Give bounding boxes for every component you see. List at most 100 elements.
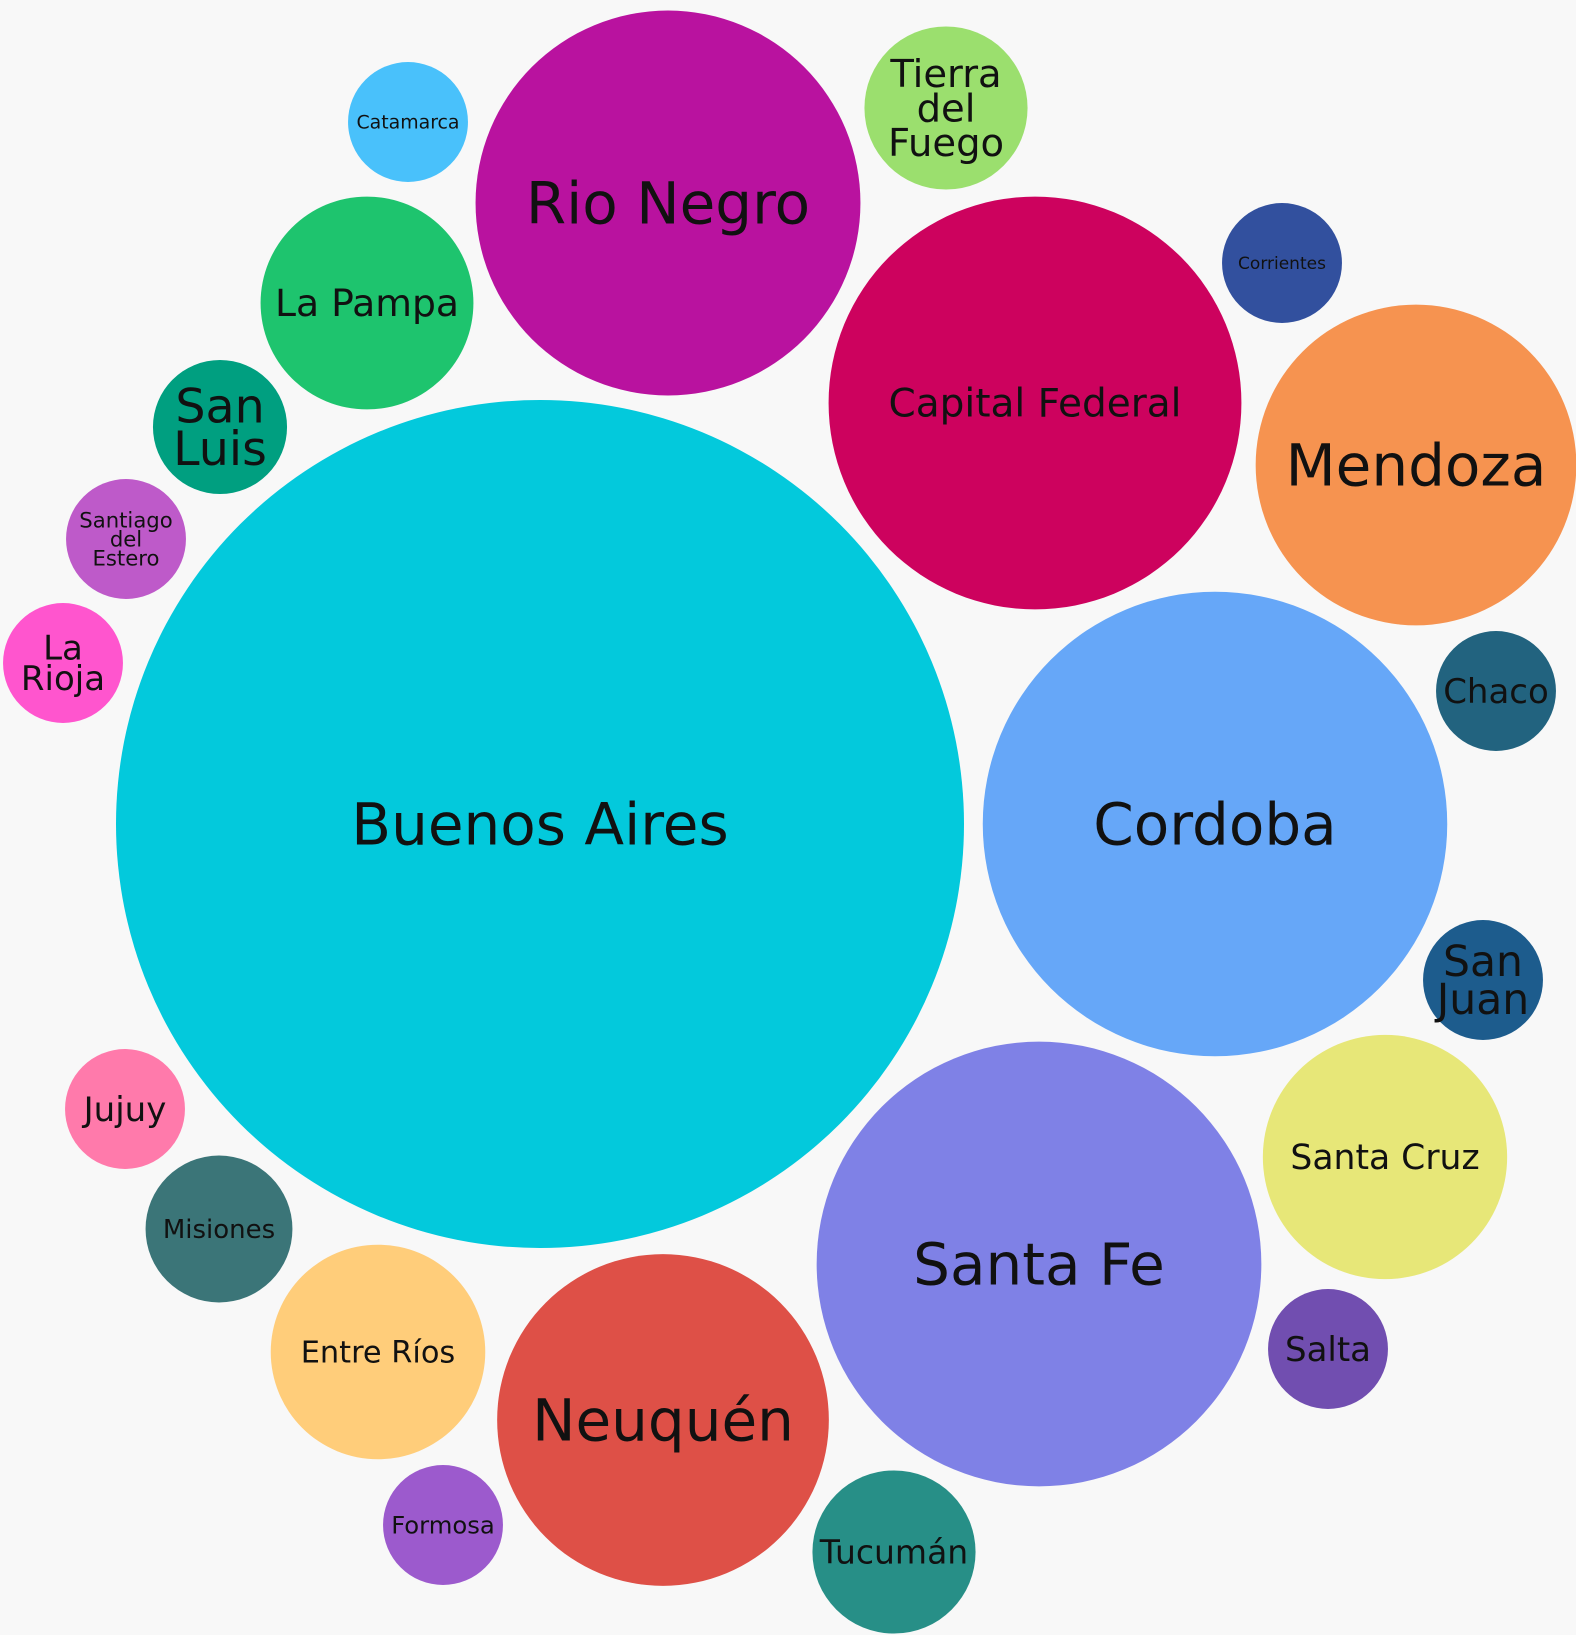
bubble-label-line: Misiones [163,1215,275,1245]
bubble-label-line: San [1443,938,1523,987]
bubble-label-line: La [43,629,83,669]
bubble-label-line: Buenos Aires [351,790,728,858]
bubble-circle-chaco[interactable] [1436,631,1556,751]
bubble-label-line: Santa Cruz [1290,1138,1479,1178]
bubble-circle-santa-fe[interactable] [816,1041,1262,1487]
bubble-label-misiones: Misiones [163,1215,275,1245]
bubble-label-santa-fe: Santa Fe [913,1230,1165,1298]
bubble-circle-santa-cruz[interactable] [1262,1034,1508,1280]
bubble-label-line: del [917,87,976,132]
bubble-label-line: Tierra [889,52,1001,97]
bubble-rio-negro[interactable]: Rio Negro [475,10,861,396]
bubble-label-line: Cordoba [1093,790,1336,858]
bubble-label-line: Entre Ríos [301,1336,456,1371]
bubble-label-line: Fuego [888,121,1004,166]
bubble-label-line: Neuquén [532,1386,794,1454]
bubble-circle-capital-federal[interactable] [828,196,1242,610]
bubble-label-tucuman: Tucumán [819,1533,968,1572]
bubble-circle-jujuy[interactable] [65,1049,185,1169]
bubble-label-line: Rioja [21,659,105,699]
bubble-label-santa-cruz: Santa Cruz [1290,1138,1479,1178]
bubble-label-capital-federal: Capital Federal [889,382,1182,427]
bubble-label-line: Catamarca [356,112,459,134]
bubble-circle-la-rioja[interactable] [3,603,123,723]
bubble-circle-misiones[interactable] [145,1155,293,1303]
bubble-label-chaco: Chaco [1443,672,1549,712]
bubble-label-line: Salta [1285,1330,1371,1370]
bubble-label-line: Juan [1434,976,1529,1025]
bubble-circle-rio-negro[interactable] [475,10,861,396]
bubble-label-line: Mendoza [1286,431,1547,499]
bubble-label-buenos-aires: Buenos Aires [351,790,728,858]
bubble-chaco[interactable]: Chaco [1436,631,1556,751]
bubble-label-line: Jujuy [82,1090,167,1130]
bubble-label-line: Luis [173,422,267,477]
bubble-circle-corrientes[interactable] [1222,203,1342,323]
bubble-cordoba[interactable]: Cordoba [982,591,1448,1057]
bubble-circle-formosa[interactable] [383,1465,503,1585]
bubble-circle-san-juan[interactable] [1423,920,1543,1040]
bubble-label-cordoba: Cordoba [1093,790,1336,858]
bubble-label-line: Corrientes [1238,254,1326,274]
bubble-label-salta: Salta [1285,1330,1371,1370]
bubble-label-line: San [175,379,264,434]
bubble-capital-federal[interactable]: Capital Federal [828,196,1242,610]
bubble-buenos-aires[interactable]: Buenos Aires [116,400,964,1248]
bubble-neuquen[interactable]: Neuquén [497,1254,829,1586]
bubble-label-line: del [110,526,142,551]
bubble-label-rio-negro: Rio Negro [526,169,810,237]
bubble-jujuy[interactable]: Jujuy [65,1049,185,1169]
bubble-corrientes[interactable]: Corrientes [1222,203,1342,323]
bubble-label-line: La Pampa [275,281,459,325]
bubble-salta[interactable]: Salta [1268,1289,1388,1409]
bubble-circle-la-pampa[interactable] [260,196,474,410]
bubble-label-formosa: Formosa [391,1511,495,1540]
bubble-label-jujuy: Jujuy [82,1090,167,1130]
bubble-misiones[interactable]: Misiones [145,1155,293,1303]
bubble-entre-rios[interactable]: Entre Ríos [270,1244,486,1460]
bubble-label-entre-rios: Entre Ríos [301,1336,456,1371]
bubble-label-line: Tucumán [819,1533,968,1572]
bubble-catamarca[interactable]: Catamarca [348,62,468,182]
bubble-label-line: Capital Federal [889,382,1182,427]
bubble-circle-santiago-del-estero[interactable] [66,479,186,599]
bubble-circle-san-luis[interactable] [152,359,288,495]
bubble-label-line: Rio Negro [526,169,810,237]
bubble-label-la-pampa: La Pampa [275,281,459,325]
bubble-label-neuquen: Neuquén [532,1386,794,1454]
bubble-circle-tierra-del-fuego[interactable] [864,26,1028,190]
bubble-label-line: Formosa [391,1511,495,1540]
bubble-circle-neuquen[interactable] [497,1254,829,1586]
bubble-circle-entre-rios[interactable] [270,1244,486,1460]
bubble-label-corrientes: Corrientes [1238,254,1326,274]
bubble-circle-mendoza[interactable] [1255,304,1576,626]
bubble-circle-tucuman[interactable] [812,1470,976,1634]
bubble-formosa[interactable]: Formosa [383,1465,503,1585]
bubble-circle-salta[interactable] [1268,1289,1388,1409]
bubble-mendoza[interactable]: Mendoza [1255,304,1576,626]
bubble-tucuman[interactable]: Tucumán [812,1470,976,1634]
bubble-label-line: Santa Fe [913,1230,1165,1298]
bubble-circle-catamarca[interactable] [348,62,468,182]
bubble-la-pampa[interactable]: La Pampa [260,196,474,410]
bubble-santa-cruz[interactable]: Santa Cruz [1262,1034,1508,1280]
bubble-circle-cordoba[interactable] [982,591,1448,1057]
bubble-label-line: Chaco [1443,672,1549,712]
bubble-label-line: Estero [93,546,160,571]
bubble-label-catamarca: Catamarca [356,112,459,134]
bubble-label-line: Santiago [79,507,172,532]
bubble-santa-fe[interactable]: Santa Fe [816,1041,1262,1487]
bubble-circle-buenos-aires[interactable] [116,400,964,1248]
bubble-label-mendoza: Mendoza [1286,431,1547,499]
